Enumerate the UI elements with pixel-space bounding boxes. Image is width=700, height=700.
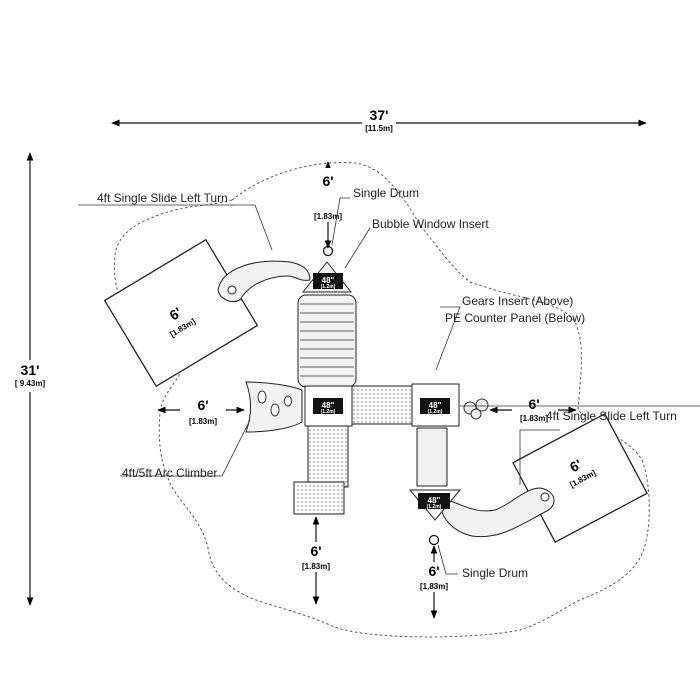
label-gears-insert: Gears Insert (Above) (462, 294, 573, 308)
overall-height-label: 31' (21, 362, 40, 378)
platform-center-right-metric: (1.2m) (428, 409, 443, 415)
lower-walkway (293, 424, 349, 515)
label-slide-left: 4ft Single Slide Left Turn (97, 191, 228, 205)
clearance-bottom-right: 6' [1.83m] (411, 545, 457, 619)
gears-insert (463, 398, 489, 420)
clearance-right: 6' [1.83m] (489, 396, 577, 424)
horizontal-bridge (341, 385, 415, 425)
overall-height-dimension: 31' [ 9.43m] (10, 152, 52, 606)
clearance-top-metric: [1.83m] (314, 212, 342, 221)
clearance-right-ft: 6' (528, 396, 539, 412)
overall-height-metric: [ 9.43m] (15, 379, 46, 388)
callout-leaders (78, 197, 700, 575)
label-single-drum-bottom: Single Drum (462, 566, 528, 580)
platform-top-size: 48" (322, 276, 335, 285)
clearance-right-metric: [1.83m] (520, 414, 548, 423)
clearance-bottom-left-ft: 6' (310, 543, 321, 559)
platform-bottom: 48" (1.2m) (408, 489, 462, 521)
clearance-bottom-right-ft: 6' (428, 563, 439, 579)
label-arc-climber: 4ft/5ft Arc Climber (122, 466, 217, 480)
platform-center-right: 48" (1.2m) (411, 383, 460, 427)
single-drum-bottom (428, 534, 440, 546)
platform-top: 48" (1.2m) (313, 273, 343, 290)
overall-width-metric: [11.5m] (365, 124, 393, 133)
right-slide (439, 487, 555, 538)
clearance-bottom-right-metric: [1.83m] (420, 582, 448, 591)
platform-bottom-metric: (1.2m) (427, 504, 442, 510)
clearance-top: 6' [1.83m] (305, 161, 351, 249)
platform-center-left-metric: (1.2m) (321, 409, 336, 415)
clearance-left-metric: [1.83m] (189, 417, 217, 426)
clearance-bottom-left: 6' [1.83m] (294, 516, 340, 605)
platform-center-left-size: 48" (322, 401, 335, 410)
label-single-drum-top: Single Drum (353, 186, 419, 200)
label-pe-counter: PE Counter Panel (Below) (445, 311, 585, 325)
platform-center-right-size: 48" (429, 401, 442, 410)
platform-top-metric: (1.2m) (321, 284, 336, 290)
left-slide-exit-zone: 6' [1.83m] (103, 238, 259, 388)
clearance-left: 6' [1.83m] (157, 396, 245, 426)
overall-width-label: 37' (370, 107, 389, 123)
clearance-top-ft: 6' (322, 173, 333, 189)
clearance-bottom-left-metric: [1.83m] (302, 562, 330, 571)
platform-bottom-size: 48" (428, 496, 441, 505)
arc-climber (245, 381, 303, 433)
platform-center-left: 48" (1.2m) (304, 385, 353, 427)
label-bubble-window: Bubble Window Insert (372, 217, 489, 231)
left-slide (217, 260, 311, 303)
vertical-tube (416, 427, 448, 487)
right-slide-exit-zone: 6' [1.83m] (512, 412, 648, 544)
overall-width-dimension: 37' [11.5m] (111, 107, 647, 136)
clearance-left-ft: 6' (197, 397, 208, 413)
label-slide-right: 4ft Single Slide Left Turn (546, 409, 677, 423)
